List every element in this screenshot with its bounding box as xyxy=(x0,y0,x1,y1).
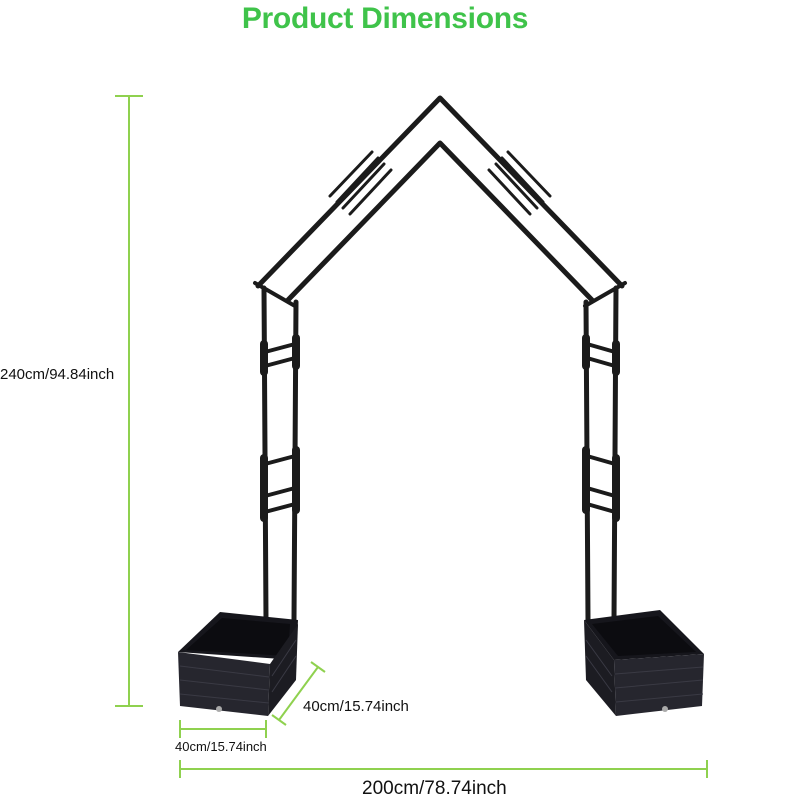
planter-length-dimension-line xyxy=(179,720,267,738)
right-planter xyxy=(584,610,704,716)
width-dimension-line xyxy=(179,760,708,778)
left-planter xyxy=(178,612,298,716)
page-title: Product Dimensions xyxy=(241,2,529,35)
width-label: 200cm/78.74inch xyxy=(362,778,507,799)
planter-length-label: 40cm/15.74inch xyxy=(175,739,267,754)
height-dimension-line xyxy=(115,95,143,707)
planter-depth-dimension-line xyxy=(271,661,326,726)
arch-frame xyxy=(253,95,627,623)
planter-depth-label: 40cm/15.74inch xyxy=(303,698,409,715)
height-label: 240cm/94.84inch xyxy=(0,366,115,383)
